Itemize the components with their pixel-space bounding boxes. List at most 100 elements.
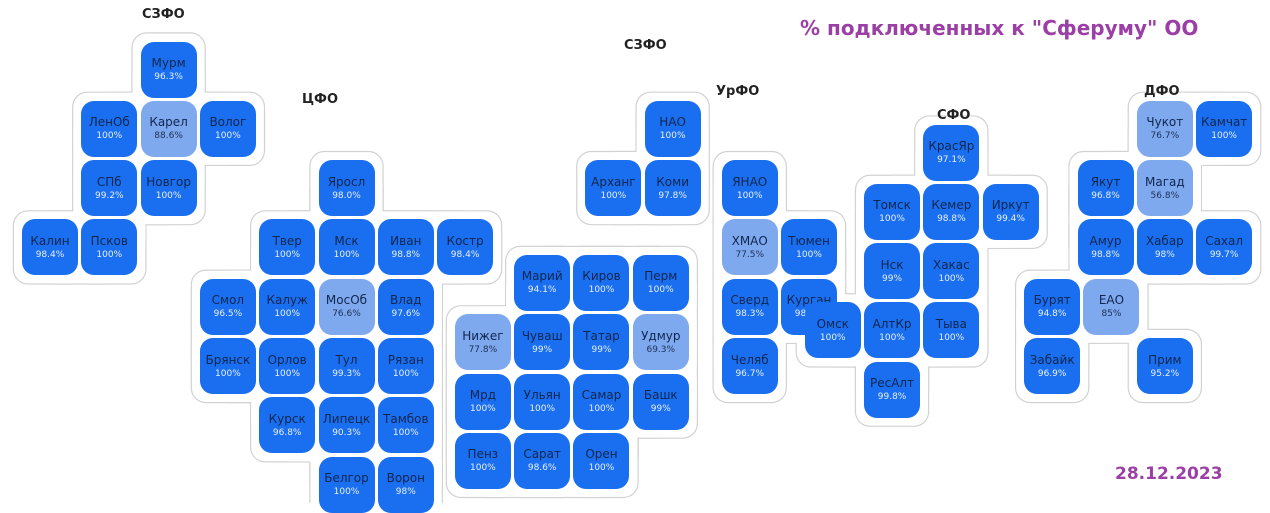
- region-percent: 98%: [395, 487, 416, 498]
- district-label-szfo-east: СЗФО: [624, 38, 667, 53]
- region-name: Яросл: [327, 174, 366, 189]
- region-percent: 100%: [659, 131, 686, 142]
- region-name: Хакас: [932, 257, 970, 272]
- region-percent: 77.5%: [735, 249, 765, 260]
- region-percent: 100%: [588, 404, 615, 415]
- region-name: Липецк: [322, 411, 371, 426]
- region-name: Волог: [209, 115, 247, 130]
- region-percent: 100%: [392, 368, 419, 379]
- region-name: НАО: [659, 115, 686, 130]
- region-percent: 99%: [591, 344, 612, 355]
- region-name: Ворон: [386, 471, 425, 486]
- page-date: 28.12.2023: [1115, 464, 1223, 484]
- region-percent: 100%: [215, 131, 241, 142]
- region-name: Челяб: [730, 352, 769, 367]
- region-percent: 100%: [938, 332, 965, 343]
- region-name: Влад: [390, 293, 422, 308]
- region-percent: 100%: [938, 273, 965, 284]
- region-name: Курск: [268, 411, 306, 426]
- region-percent: 98.8%: [391, 249, 421, 260]
- region-percent: 100%: [879, 214, 905, 225]
- region-name: Якут: [1090, 174, 1121, 189]
- region-percent: 98.8%: [1091, 249, 1120, 260]
- region-name: ХМАО: [731, 233, 768, 248]
- region-percent: 98%: [1154, 249, 1175, 260]
- region-name: Сахал: [1205, 233, 1244, 248]
- region-name: АлтКр: [872, 316, 912, 331]
- region-name: Арханг: [591, 174, 636, 189]
- region-name: Омск: [816, 316, 849, 331]
- region-name: Ульян: [523, 388, 561, 403]
- region-name: Тамбов: [383, 411, 429, 426]
- region-name: Самар: [581, 388, 622, 403]
- region-name: Камчат: [1200, 115, 1248, 130]
- region-percent: 77.8%: [468, 344, 498, 355]
- region-name: Орен: [585, 447, 618, 462]
- region-percent: 100%: [600, 190, 627, 201]
- region-name: Тюмен: [788, 233, 830, 248]
- region-name: Удмур: [641, 328, 681, 343]
- region-name: Карел: [149, 115, 188, 130]
- district-label-szfo-west: СЗФО: [142, 7, 185, 22]
- region-name: Смол: [211, 293, 245, 308]
- region-percent: 94.8%: [1037, 309, 1067, 320]
- region-percent: 99%: [532, 344, 553, 355]
- region-name: Калуж: [266, 293, 308, 308]
- region-percent: 96.8%: [272, 427, 302, 438]
- region-percent: 100%: [1211, 131, 1237, 142]
- region-name: Тул: [335, 352, 358, 367]
- region-name: ЛенОб: [88, 115, 130, 130]
- region-percent: 100%: [274, 309, 301, 320]
- region-name: Сарат: [523, 447, 562, 462]
- region-percent: 100%: [155, 190, 182, 201]
- page-title: % подключенных к "Сферуму" ОО: [800, 16, 1199, 40]
- region-name: Калин: [30, 233, 70, 248]
- region-name: Амур: [1089, 233, 1122, 248]
- region-name: Брянск: [205, 352, 251, 367]
- region-percent: 98.3%: [735, 309, 765, 320]
- region-name: Мрд: [469, 388, 497, 403]
- region-name: ЕАО: [1098, 293, 1125, 308]
- region-name: РесАлт: [870, 376, 915, 391]
- region-percent: 100%: [588, 285, 615, 296]
- region-percent: 99.2%: [95, 190, 124, 201]
- region-percent: 100%: [588, 463, 615, 474]
- region-name: СПб: [96, 174, 122, 189]
- region-percent: 56.8%: [1150, 190, 1180, 201]
- region-percent: 97.6%: [391, 309, 421, 320]
- region-percent: 98.8%: [937, 214, 966, 225]
- region-name: ЯНАО: [732, 174, 768, 189]
- region-percent: 99.3%: [332, 368, 361, 379]
- region-percent: 100%: [392, 427, 419, 438]
- region-percent: 99%: [650, 404, 671, 415]
- region-percent: 98.6%: [527, 463, 557, 474]
- region-percent: 100%: [470, 404, 496, 415]
